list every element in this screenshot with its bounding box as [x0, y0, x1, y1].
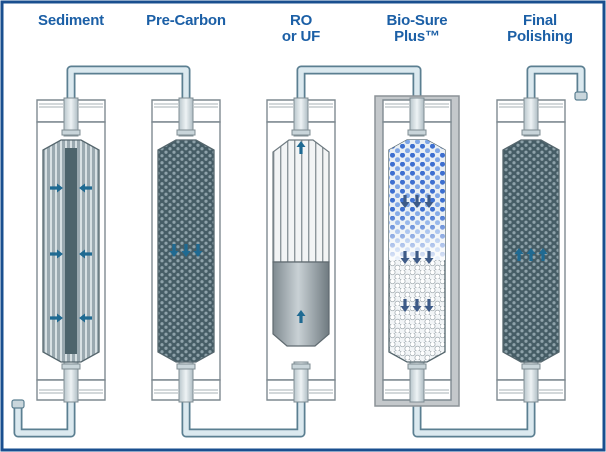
flow-arrow-icon — [79, 183, 92, 193]
pipe-segment — [412, 402, 536, 438]
label-line: Bio-Sure — [386, 12, 448, 29]
label-line: or UF — [281, 28, 321, 45]
label-ro-uf: RO or UF — [246, 13, 356, 45]
flow-arrow-icon — [412, 299, 422, 312]
pipe-fitting — [11, 399, 25, 409]
ro-pressure-vessel — [272, 261, 330, 347]
outlet-tube — [293, 361, 309, 403]
label-line: Polishing — [507, 28, 573, 45]
pre-carbon-filter — [151, 97, 221, 403]
filter-units — [36, 95, 566, 407]
pipe-segment — [526, 65, 586, 98]
ro-membrane-element — [272, 139, 330, 263]
inlet-tube — [293, 97, 309, 137]
label-sediment: Sediment — [16, 13, 126, 29]
tube-collar — [291, 363, 311, 370]
tube-collar — [176, 129, 196, 136]
cap-grooves — [385, 103, 449, 108]
flow-arrow-icon — [412, 195, 422, 208]
flow-arrow-icon — [296, 141, 306, 154]
tube-collar — [291, 129, 311, 136]
cap-grooves — [499, 389, 563, 394]
flow-arrow-icon — [400, 195, 410, 208]
label-line: Pre-Carbon — [146, 12, 226, 29]
tube-collar — [521, 129, 541, 136]
flow-arrow-icon — [538, 248, 548, 261]
cap-grooves — [39, 389, 103, 394]
flow-arrow-icon — [424, 299, 434, 312]
pipe-segment — [181, 402, 306, 438]
flow-arrow-icon — [400, 299, 410, 312]
flow-arrow-icon — [400, 251, 410, 264]
flow-arrow-icon — [424, 251, 434, 264]
flow-arrow-icon — [50, 313, 63, 323]
flow-arrow-icon — [50, 249, 63, 259]
tube-collar — [61, 129, 81, 136]
ro-uf-filter — [266, 97, 336, 403]
tube-collar — [407, 363, 427, 370]
tube-collar — [61, 363, 81, 370]
inlet-tube — [409, 97, 425, 137]
final-polishing-filter — [496, 97, 566, 403]
cap-grooves — [385, 389, 449, 394]
cap-grooves — [154, 103, 218, 108]
flow-arrow-icon — [79, 313, 92, 323]
flow-arrow-icon — [424, 195, 434, 208]
pipe-fitting — [574, 91, 588, 101]
tube-collar — [176, 363, 196, 370]
cap-grooves — [154, 389, 218, 394]
flow-arrow-icon — [169, 244, 179, 257]
label-final-polishing: Final Polishing — [485, 13, 595, 45]
pipe-network — [11, 65, 588, 438]
sediment-core — [65, 148, 77, 354]
inlet-tube — [523, 97, 539, 137]
label-line: Plus™ — [394, 28, 440, 45]
flow-arrow-icon — [514, 248, 524, 261]
label-line: Final — [522, 12, 557, 29]
inlet-tube — [178, 97, 194, 137]
tube-collar — [407, 129, 427, 136]
flow-arrow-icon — [193, 244, 203, 257]
flow-arrow-icon — [296, 310, 306, 323]
flow-arrow-icon — [412, 251, 422, 264]
label-line: RO — [289, 12, 313, 29]
flow-arrow-icon — [181, 244, 191, 257]
cap-grooves — [269, 103, 333, 108]
flow-arrow-icon — [79, 249, 92, 259]
flow-arrow-icon — [526, 248, 536, 261]
label-bio-sure: Bio-Sure Plus™ — [362, 13, 472, 45]
inlet-tube — [63, 97, 79, 137]
bio-sure-plus-filter — [374, 95, 460, 407]
pipe-segment — [13, 400, 76, 438]
sediment-filter — [36, 97, 106, 403]
cap-grooves — [499, 103, 563, 108]
pipe-segment — [296, 65, 422, 98]
cap-grooves — [39, 103, 103, 108]
pipe-segment — [66, 65, 191, 98]
cap-grooves — [269, 389, 333, 394]
tube-collar — [521, 363, 541, 370]
label-line: Sediment — [38, 12, 104, 29]
label-pre-carbon: Pre-Carbon — [131, 13, 241, 29]
flow-arrow-icon — [50, 183, 63, 193]
